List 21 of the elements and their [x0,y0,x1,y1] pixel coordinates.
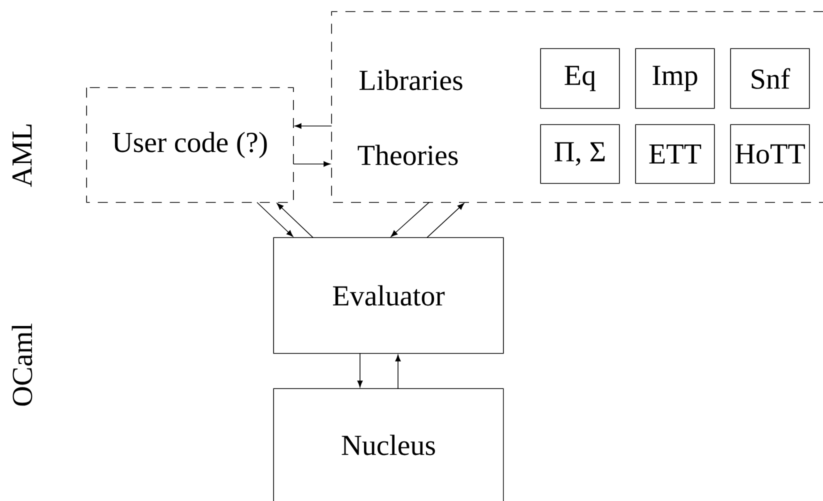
theory-box: Π, Σ [540,124,620,184]
arrow [357,353,363,388]
arrow [390,202,430,237]
arrow [293,161,330,167]
region-label: Theories [358,144,458,166]
arrow [395,354,401,389]
arrow [426,203,464,238]
library-box: Eq [540,48,620,109]
region-label: Libraries [360,70,462,90]
library-box: Imp [635,48,715,109]
theory-box: ETT [635,124,715,184]
library-box: Snf [730,48,810,109]
process-box: Nucleus [273,388,504,501]
arrow [256,202,294,237]
arrow [276,203,314,238]
layer-label: OCaml [12,324,32,406]
layer-label: AML [12,124,32,187]
dashed-box: User code (?) [86,87,294,203]
theory-box: HoTT [730,124,810,184]
process-box: Evaluator [273,237,504,354]
arrow [294,123,332,129]
